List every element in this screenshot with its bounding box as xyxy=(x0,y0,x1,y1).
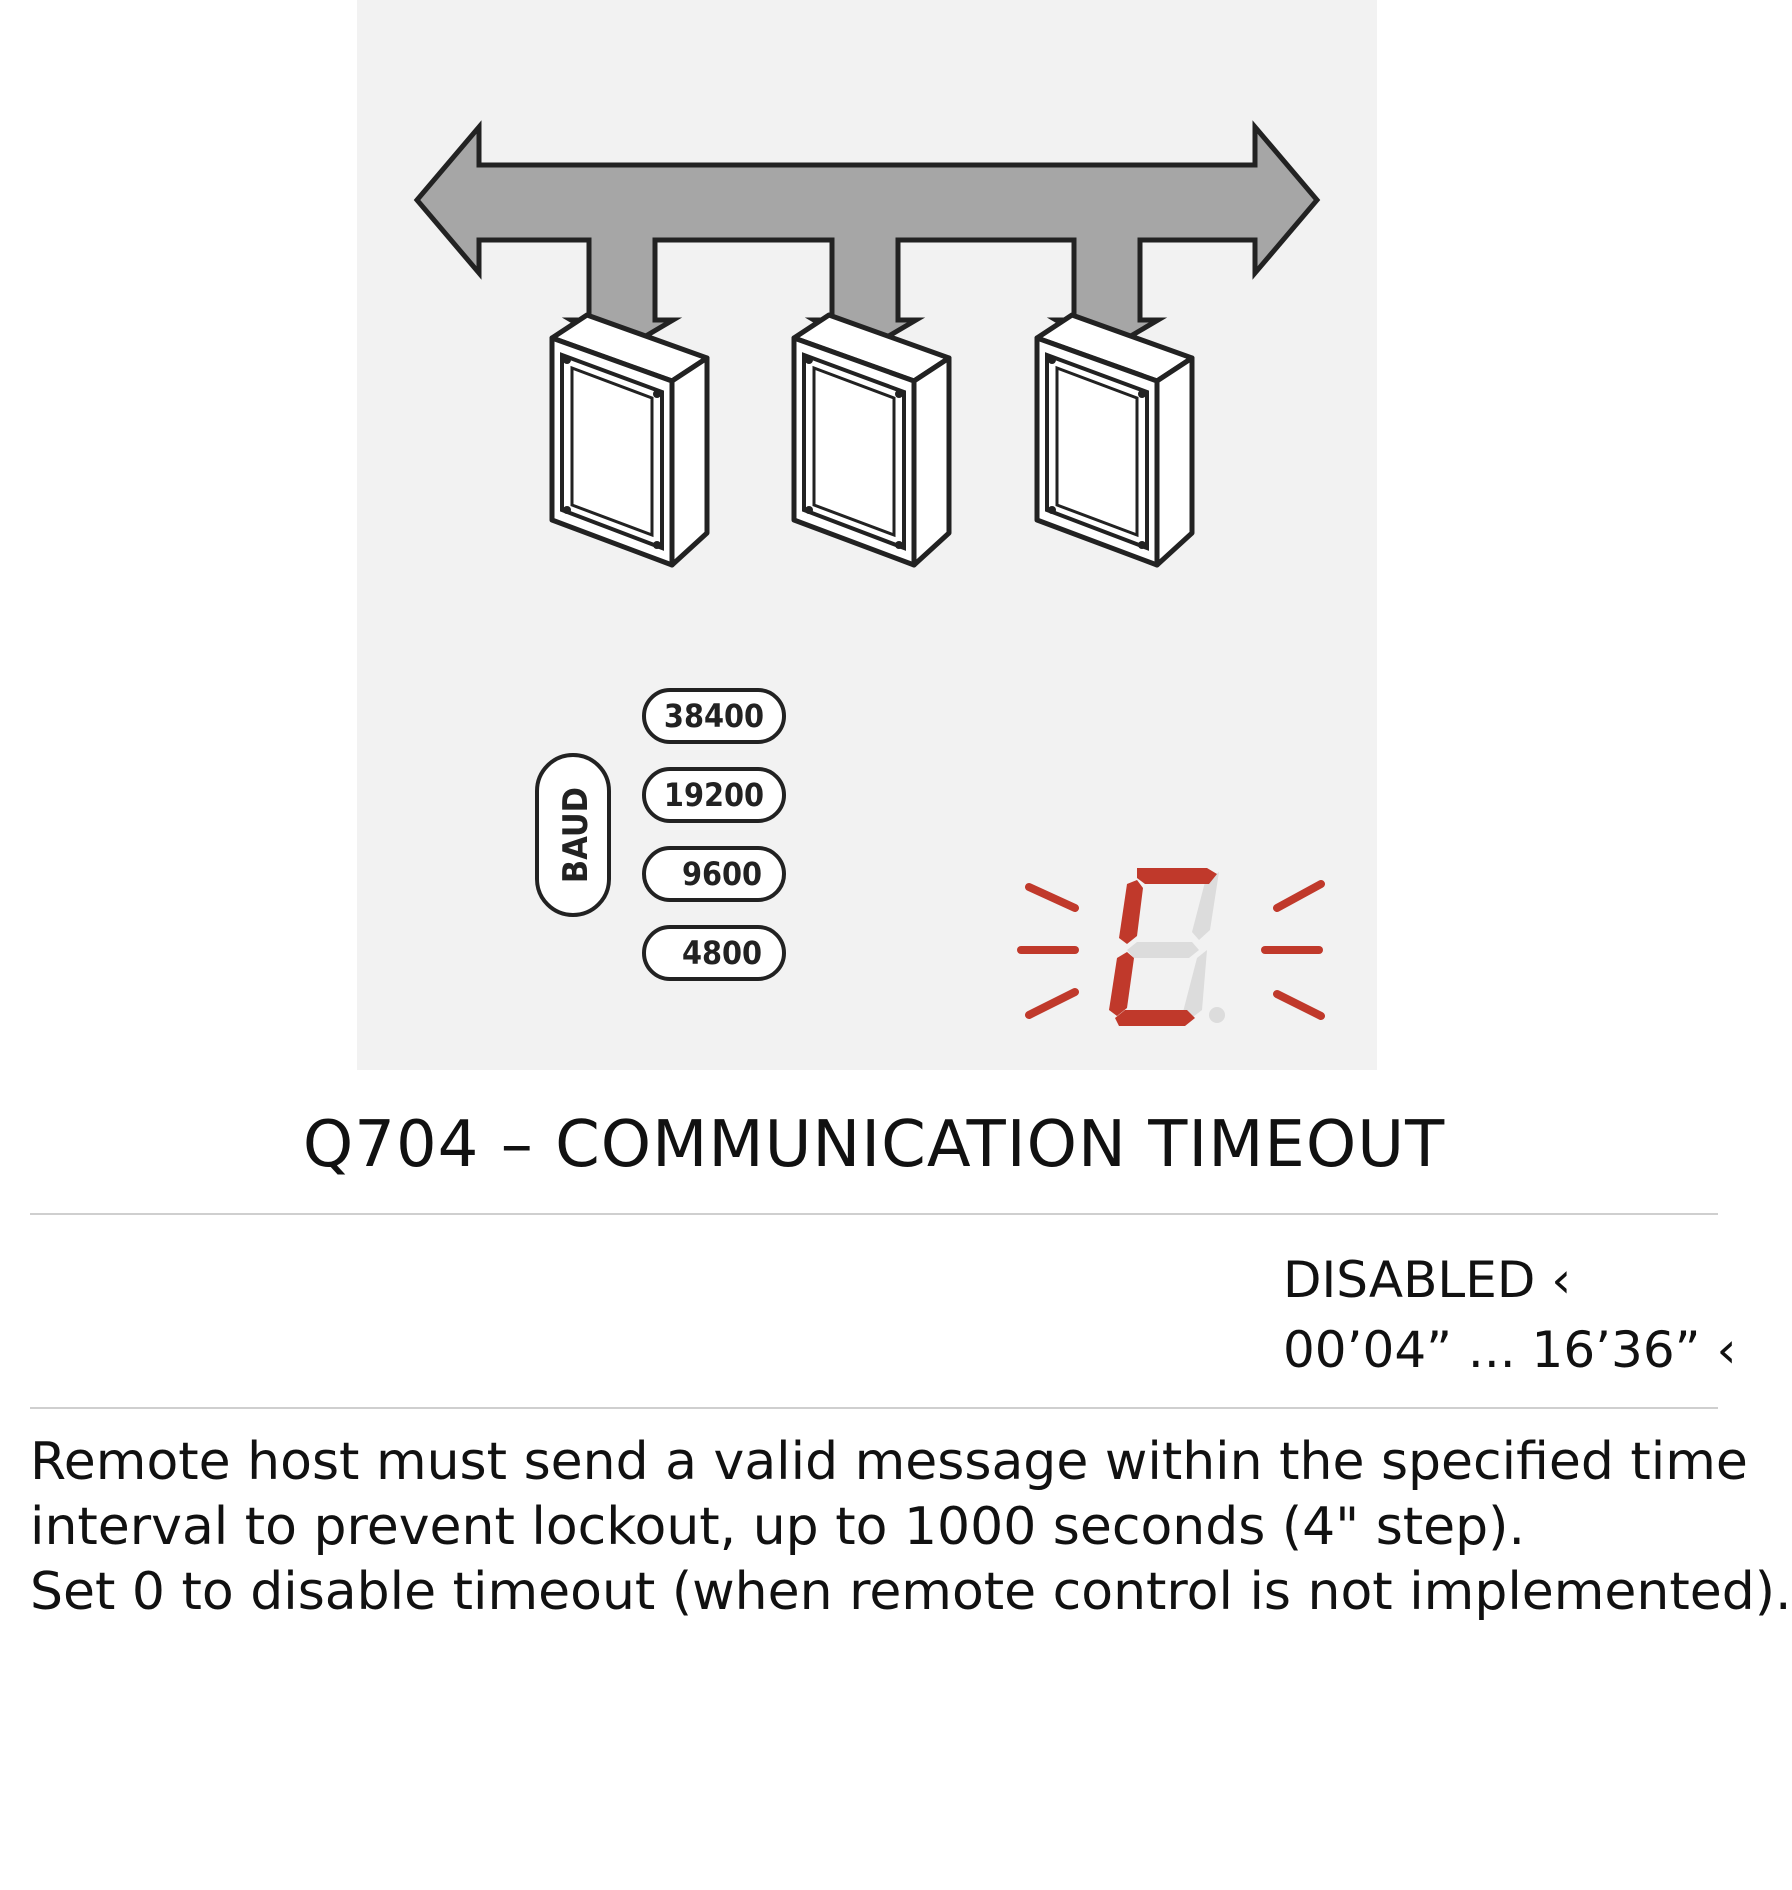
communication-figure: BAUD 38400 19200 9600 4800 xyxy=(357,0,1377,1070)
network-diagram: BAUD 38400 19200 9600 4800 xyxy=(357,0,1377,1070)
baud-rate-38400: 38400 xyxy=(642,688,786,744)
description-line: Set 0 to disable timeout (when remote co… xyxy=(30,1562,1792,1622)
baud-rate-4800: 4800 xyxy=(642,925,786,981)
seven-segment-digit-icon xyxy=(1017,868,1325,1026)
page-title: Q704 – COMMUNICATION TIMEOUT xyxy=(302,1108,1446,1182)
divider xyxy=(30,1407,1718,1409)
divider xyxy=(30,1213,1718,1215)
baud-rate-19200: 19200 xyxy=(642,767,786,823)
description-line: interval to prevent lockout, up to 1000 … xyxy=(30,1497,1525,1557)
device-box-icon xyxy=(791,312,952,568)
baud-rate-label: 19200 xyxy=(664,776,764,814)
baud-rate-9600: 9600 xyxy=(642,846,786,902)
baud-rate-label: 4800 xyxy=(682,934,762,972)
baud-rate-label: 38400 xyxy=(664,697,764,735)
option-disabled: DISABLED ‹ xyxy=(1283,1251,1572,1309)
baud-rate-label: 9600 xyxy=(682,855,762,893)
baud-tag: BAUD xyxy=(535,753,611,917)
baud-tag-label: BAUD xyxy=(556,787,596,883)
device-box-icon xyxy=(549,312,710,568)
description: Remote host must send a valid message wi… xyxy=(30,1430,1792,1625)
option-values: DISABLED ‹ 00’04” ... 16’36” ‹ xyxy=(1283,1245,1736,1385)
description-line: Remote host must send a valid message wi… xyxy=(30,1432,1748,1492)
option-range: 00’04” ... 16’36” ‹ xyxy=(1283,1321,1737,1379)
device-box-icon xyxy=(1034,312,1195,568)
